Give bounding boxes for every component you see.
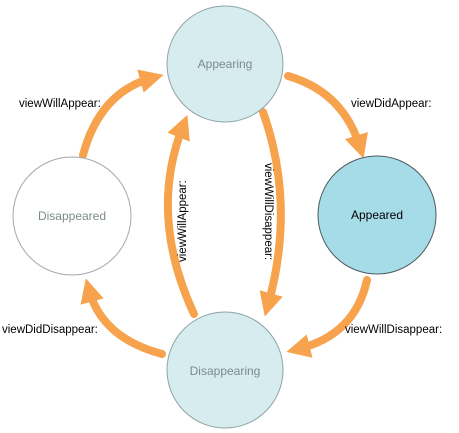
arrow-disappeared-to-appearing bbox=[79, 69, 164, 159]
state-node-disappearing: Disappearing bbox=[166, 311, 284, 429]
transition-label-will-appear-outer: viewWillAppear: bbox=[19, 98, 101, 110]
state-node-disappeared: Disappeared bbox=[12, 156, 132, 276]
state-node-appeared: Appeared bbox=[317, 155, 437, 275]
arrow-disappearing-to-disappeared bbox=[80, 278, 166, 358]
state-circle-appeared bbox=[317, 155, 437, 275]
state-label-disappearing: Disappearing bbox=[190, 364, 261, 378]
state-label-disappeared: Disappeared bbox=[38, 209, 106, 223]
arrow-appeared-to-disappearing bbox=[286, 276, 371, 358]
arrow-disappearing-to-appearing bbox=[163, 114, 198, 318]
transition-label-did-appear: viewDidAppear: bbox=[351, 98, 432, 110]
transition-label-will-disappear-inner: viewWillDisappear: bbox=[262, 163, 274, 260]
state-label-appeared: Appeared bbox=[351, 208, 403, 222]
transition-label-will-disappear-outer: viewWillDisappear: bbox=[345, 324, 442, 336]
state-circle-disappearing bbox=[166, 311, 284, 429]
state-label-appearing: Appearing bbox=[198, 57, 253, 71]
state-circle-appearing bbox=[166, 5, 284, 123]
arrow-appearing-to-disappearing bbox=[259, 108, 285, 317]
state-circle-disappeared bbox=[12, 156, 132, 276]
transition-label-will-appear-inner: viewWillAppear: bbox=[177, 180, 189, 262]
transition-arrows bbox=[79, 69, 371, 358]
arrow-appearing-to-appeared bbox=[284, 72, 368, 159]
state-node-appearing: Appearing bbox=[166, 5, 284, 123]
transition-label-did-disappear: viewDidDisappear: bbox=[2, 324, 98, 336]
